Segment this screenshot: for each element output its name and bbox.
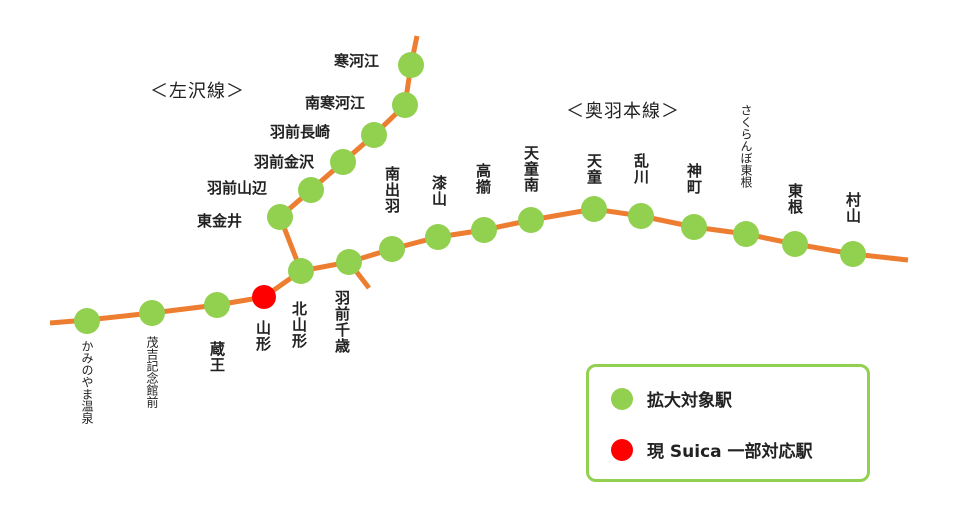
station-label-jinmachi: 神町 xyxy=(685,163,703,195)
station-marker-higashi-kanai[interactable] xyxy=(267,204,293,230)
station-label-minami-dewa: 南出羽 xyxy=(383,166,401,214)
station-marker-minami-sagae[interactable] xyxy=(392,92,418,118)
station-label-yamagata: 山形 xyxy=(254,320,272,352)
station-marker-higashine[interactable] xyxy=(782,231,808,257)
legend-box: 拡大対象駅 現 Suica 一部対応駅 xyxy=(586,364,870,482)
station-label-tendo: 天童 xyxy=(585,153,603,185)
legend-target-dot-icon xyxy=(611,387,633,410)
station-marker-zao[interactable] xyxy=(204,292,230,318)
station-marker-takatama[interactable] xyxy=(471,217,497,243)
station-label-uzen-yamanobe: 羽前山辺 xyxy=(207,179,268,197)
station-label-sagae: 寒河江 xyxy=(334,52,380,70)
station-marker-uzen-yamanobe[interactable] xyxy=(298,177,324,203)
legend-row-target: 拡大対象駅 xyxy=(611,386,732,411)
station-marker-yamagata[interactable] xyxy=(252,285,276,309)
station-marker-jinmachi[interactable] xyxy=(681,214,707,240)
station-marker-mokichi-kinenkan[interactable] xyxy=(139,300,165,326)
station-marker-murayama[interactable] xyxy=(840,241,866,267)
station-label-uzen-chitose: 羽前千歳 xyxy=(333,290,351,354)
station-marker-tendo[interactable] xyxy=(581,196,607,222)
station-marker-urushiyama[interactable] xyxy=(425,224,451,250)
station-label-higashine: 東根 xyxy=(786,183,804,215)
station-marker-uzen-nagasaki[interactable] xyxy=(361,122,387,148)
station-label-takatama: 高擶 xyxy=(474,163,492,195)
station-marker-uzen-chitose[interactable] xyxy=(336,249,362,275)
station-marker-kita-yamagata[interactable] xyxy=(288,258,314,284)
station-marker-minami-dewa[interactable] xyxy=(379,236,405,262)
ouu-line-label: ＜奥羽本線＞ xyxy=(566,101,680,122)
station-label-tendo-minami: 天童南 xyxy=(522,145,540,193)
station-label-midaregawa: 乱川 xyxy=(632,153,650,185)
legend-target-label: 拡大対象駅 xyxy=(647,391,732,411)
station-marker-tendo-minami[interactable] xyxy=(518,207,544,233)
station-label-minami-sagae: 南寒河江 xyxy=(305,94,366,112)
legend-row-suica: 現 Suica 一部対応駅 xyxy=(611,437,813,462)
station-label-uzen-nagasaki: 羽前長崎 xyxy=(270,123,331,141)
station-label-sakuranbo-higashine: さくらんぼ東根 xyxy=(739,104,753,188)
station-marker-uzen-kanezawa[interactable] xyxy=(330,149,356,175)
station-marker-midaregawa[interactable] xyxy=(628,203,654,229)
station-marker-kaminoyama-onsen[interactable] xyxy=(74,308,100,334)
station-label-murayama: 村山 xyxy=(844,192,862,224)
legend-suica-label: 現 Suica 一部対応駅 xyxy=(647,442,813,462)
stations xyxy=(74,52,866,334)
station-marker-sakuranbo-higashine[interactable] xyxy=(733,221,759,247)
station-marker-sagae[interactable] xyxy=(398,52,424,78)
station-label-higashi-kanai: 東金井 xyxy=(197,212,243,230)
station-label-kita-yamagata: 北山形 xyxy=(290,301,308,349)
station-label-zao: 蔵王 xyxy=(208,341,226,373)
sazawa-line-label: ＜左沢線＞ xyxy=(150,81,245,102)
station-label-kaminoyama-onsen: かみのやま温泉 xyxy=(80,340,94,424)
station-label-uzen-kanezawa: 羽前金沢 xyxy=(254,153,315,171)
station-label-urushiyama: 漆山 xyxy=(430,175,448,207)
legend-suica-dot-icon xyxy=(611,438,633,461)
station-label-mokichi-kinenkan: 茂吉記念館前 xyxy=(145,336,159,408)
